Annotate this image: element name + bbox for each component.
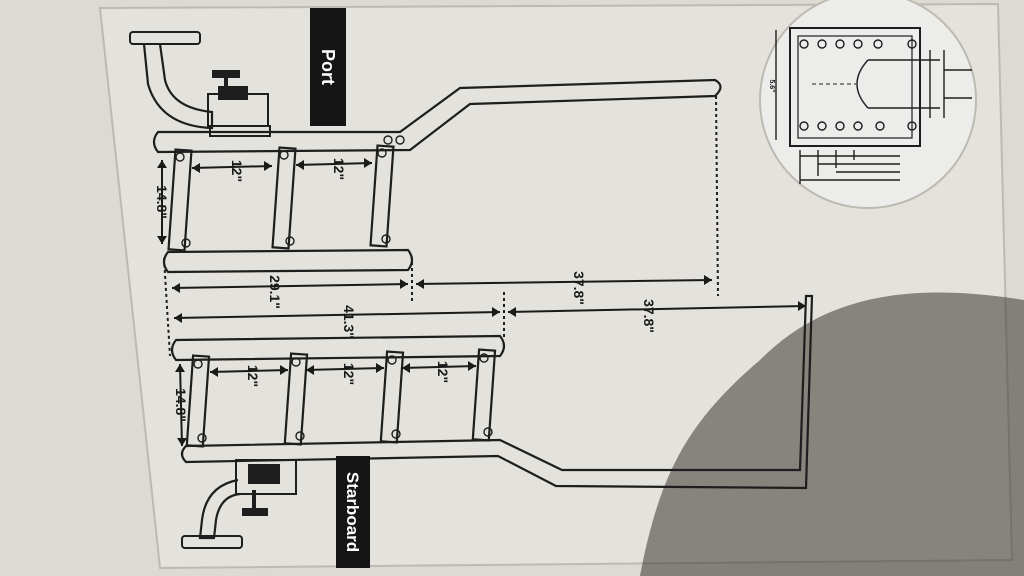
starboard-dimensions: 12" 12" 12" 14.8" bbox=[173, 361, 477, 447]
port-tag bbox=[310, 8, 346, 126]
starboard-ladder: Starboard bbox=[170, 294, 814, 568]
starboard-spacing-2-label: 12" bbox=[341, 363, 357, 385]
port-height-label: 14.8" bbox=[154, 185, 170, 219]
starboard-tag bbox=[336, 456, 370, 568]
port-spacing-1-label: 12" bbox=[229, 160, 245, 182]
port-spacing-2-label: 12" bbox=[331, 158, 347, 180]
length-dimensions: 29.1" 37.8" 41.3" 37.8" bbox=[163, 95, 807, 357]
mount-plate-bolt-holes bbox=[799, 39, 917, 131]
starboard-extension-label: 37.8" bbox=[641, 299, 657, 333]
starboard-height-label: 14.8" bbox=[173, 388, 189, 422]
starboard-label: Starboard bbox=[343, 472, 362, 552]
mount-plate-detail-inset: 5.6" bbox=[759, 0, 977, 209]
port-extension-label: 37.8" bbox=[571, 271, 587, 305]
starboard-spacing-1-label: 12" bbox=[245, 365, 261, 387]
port-rungs bbox=[167, 135, 405, 252]
port-label: Port bbox=[318, 49, 338, 85]
port-ladder: Port bbox=[129, 8, 722, 274]
port-dimensions: 12" 12" 14.8" bbox=[154, 158, 373, 244]
outer-length-label: 41.3" bbox=[341, 305, 357, 339]
shadow-overlay bbox=[640, 292, 1024, 576]
starboard-rungs bbox=[185, 348, 497, 448]
starboard-mount-bracket bbox=[181, 459, 297, 549]
port-mount-bracket bbox=[129, 31, 271, 137]
inner-length-label: 29.1" bbox=[267, 275, 283, 309]
starboard-bottom-rail bbox=[180, 294, 814, 490]
starboard-spacing-3-label: 12" bbox=[435, 361, 451, 383]
port-top-rail bbox=[152, 78, 722, 154]
starboard-top-rail bbox=[170, 334, 506, 362]
inset-side-dim-label: 5.6" bbox=[768, 79, 775, 92]
